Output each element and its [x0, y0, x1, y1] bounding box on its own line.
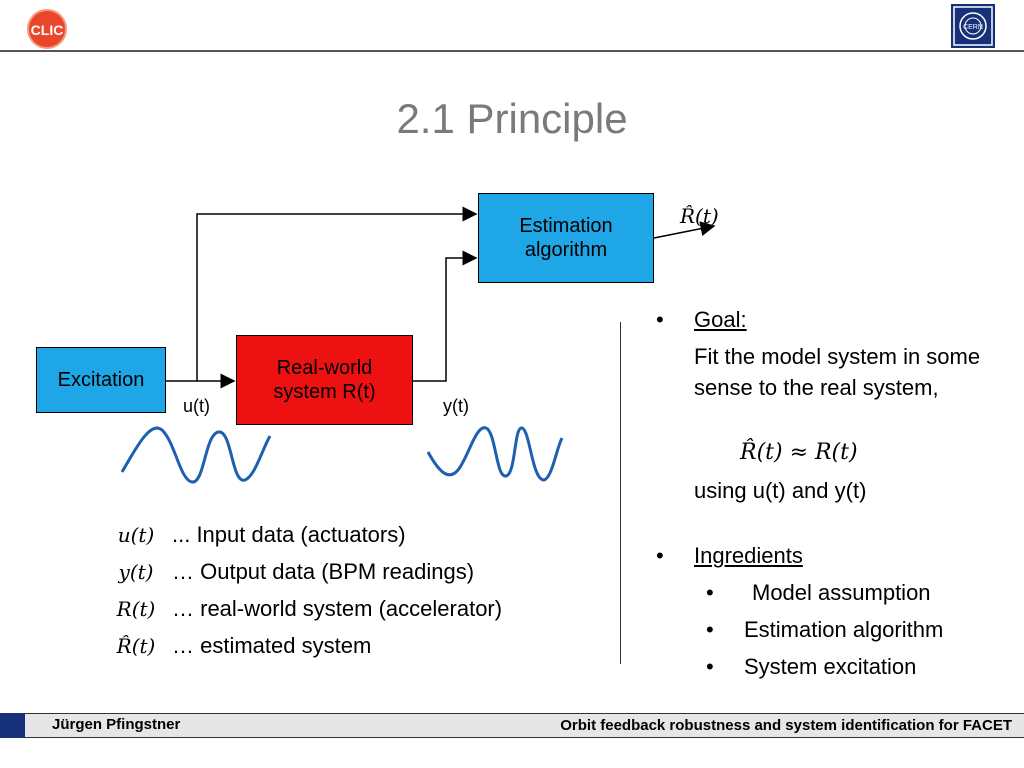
- cern-logo-text: CERN: [963, 24, 983, 31]
- legend-text: … real-world system (accelerator): [172, 596, 503, 621]
- ingredient-bullet: •: [706, 654, 714, 679]
- arrow-u-to-estimation: [196, 206, 478, 381]
- legend-symbol: R(t): [116, 597, 156, 621]
- footer-accent-block: [0, 713, 25, 738]
- arrow-y-to-estimation: [413, 250, 478, 382]
- footer-author: Jürgen Pfingstner: [52, 716, 181, 733]
- header-divider: [0, 50, 1024, 52]
- legend-row-y: y(t) … Output data (BPM readings): [100, 555, 570, 589]
- estimation-algorithm-box: Estimation algorithm: [478, 193, 654, 283]
- goal-formula: R̂(t) ≈ R(t): [740, 440, 858, 465]
- legend-row-rhat: R̂(t) … estimated system: [100, 629, 570, 663]
- goal-text: Fit the model system in some sense to th…: [694, 344, 981, 400]
- legend-symbol: u(t): [117, 523, 155, 547]
- footer-bar: [0, 713, 1024, 738]
- ingredient-bullet: •: [706, 580, 714, 605]
- u-signal-label: u(t): [183, 396, 210, 416]
- clic-logo-text: CLIC: [31, 22, 64, 38]
- estimated-output-label: R̂(t): [680, 204, 719, 228]
- ingredient-estimation-algorithm: Estimation algorithm: [744, 617, 944, 642]
- excitation-box: Excitation: [36, 347, 166, 413]
- ingredients-title: Ingredients: [694, 543, 803, 568]
- ingredient-model-assumption: Model assumption: [752, 580, 931, 605]
- arrow-estimation-output: [653, 221, 716, 239]
- y-signal-label: y(t): [443, 396, 469, 416]
- legend-text: … estimated system: [172, 633, 372, 658]
- legend-symbol: y(t): [118, 560, 154, 584]
- footer-talk-title: Orbit feedback robustness and system ide…: [560, 717, 1012, 734]
- legend-row-u: u(t) ... Input data (actuators): [100, 518, 570, 552]
- clic-logo: CLIC: [27, 9, 67, 49]
- goal-bullet: •: [656, 307, 664, 332]
- using-text: using u(t) and y(t): [694, 478, 867, 503]
- ingredients-bullet: •: [656, 543, 664, 568]
- cern-logo: CERN: [951, 4, 995, 48]
- input-wave: [120, 426, 272, 484]
- output-wave: [426, 426, 564, 482]
- excitation-label: Excitation: [57, 369, 145, 391]
- slide-title: 2.1 Principle: [396, 95, 628, 142]
- goal-title: Goal:: [694, 307, 747, 332]
- legend-text: … Output data (BPM readings): [172, 559, 475, 584]
- ingredient-bullet: •: [706, 617, 714, 642]
- real-world-system-label: Real-world system R(t): [273, 357, 376, 403]
- real-world-system-box: Real-world system R(t): [236, 335, 413, 425]
- legend-text: ... Input data (actuators): [172, 522, 406, 547]
- legend-symbol: R̂(t): [116, 634, 156, 658]
- estimation-algorithm-label: Estimation algorithm: [519, 215, 613, 261]
- legend-row-r: R(t) … real-world system (accelerator): [100, 592, 570, 626]
- ingredient-system-excitation: System excitation: [744, 654, 917, 679]
- panel-divider: [620, 322, 621, 664]
